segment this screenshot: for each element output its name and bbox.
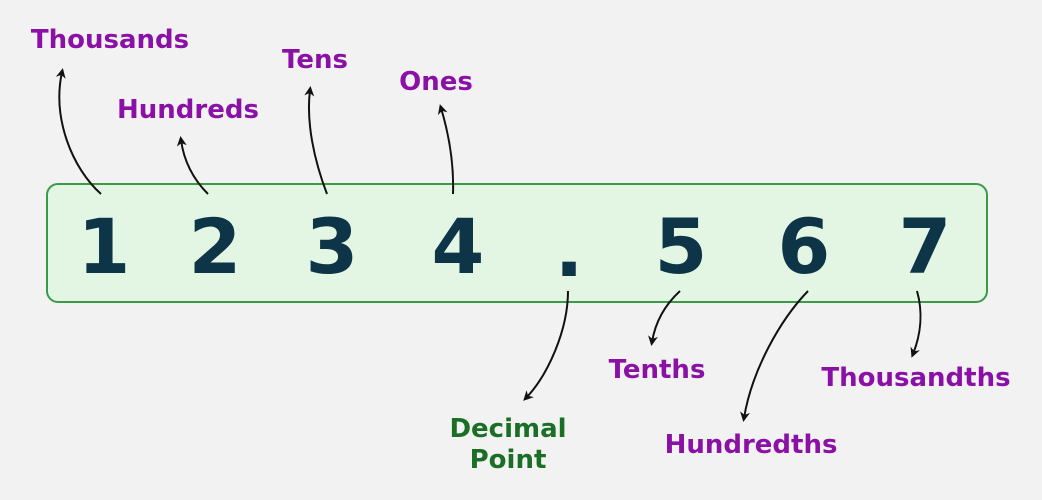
digit-ones: 4 <box>431 202 485 291</box>
label-thousandths: Thousandths <box>821 363 1011 393</box>
label-decimal-point: Decimal Point <box>449 414 566 476</box>
label-tens: Tens <box>282 45 348 75</box>
arrow-ones <box>437 104 455 195</box>
label-hundreds: Hundreds <box>117 95 259 125</box>
arrow-tenths <box>648 290 681 346</box>
label-hundredths: Hundredths <box>664 430 838 460</box>
digit-hundredths: 6 <box>777 202 831 291</box>
digit-tenths: 5 <box>654 202 708 291</box>
digit-thousands: 1 <box>77 202 131 291</box>
label-decimal-line2: Point <box>469 445 547 476</box>
arrow-decimal-point <box>523 290 569 401</box>
label-ones: Ones <box>399 67 473 97</box>
digit-thousandths: 7 <box>898 202 952 291</box>
digit-tens: 3 <box>305 202 359 291</box>
label-decimal-line1: Decimal <box>449 414 567 444</box>
arrow-hundreds <box>176 136 209 195</box>
arrow-hundredths <box>740 290 809 422</box>
arrow-tens <box>304 86 328 195</box>
number-box <box>46 183 988 303</box>
digit-hundreds: 2 <box>188 202 242 291</box>
decimal-point: . <box>554 205 584 294</box>
arrow-thousands <box>55 68 102 195</box>
arrow-thousandths <box>910 290 922 358</box>
label-thousands: Thousands <box>30 25 190 55</box>
label-tenths: Tenths <box>608 355 706 385</box>
